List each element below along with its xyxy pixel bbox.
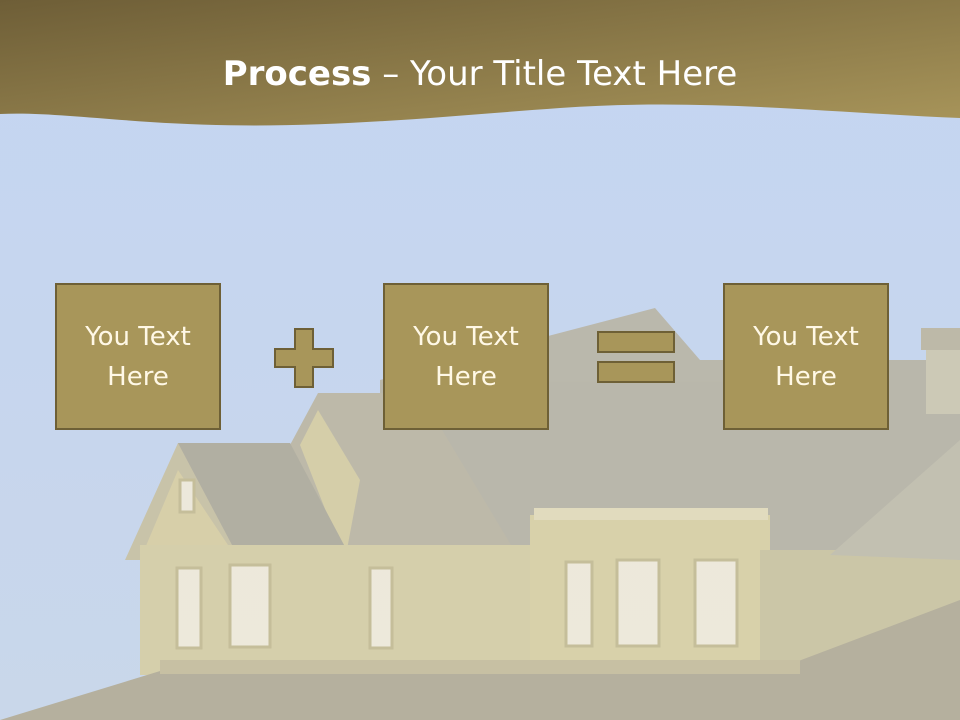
equals-icon	[597, 331, 675, 383]
text-box-1-label: You Text Here	[85, 321, 191, 392]
slide-title: Process – Your Title Text Here	[0, 52, 960, 96]
text-box-2[interactable]: You Text Here	[383, 283, 549, 430]
text-box-3-label: You Text Here	[753, 321, 859, 392]
text-box-3[interactable]: You Text Here	[723, 283, 889, 430]
plus-icon	[274, 328, 334, 388]
title-bold: Process	[222, 54, 372, 94]
text-box-1[interactable]: You Text Here	[55, 283, 221, 430]
text-box-2-label: You Text Here	[413, 321, 519, 392]
title-rest: – Your Title Text Here	[371, 54, 738, 94]
